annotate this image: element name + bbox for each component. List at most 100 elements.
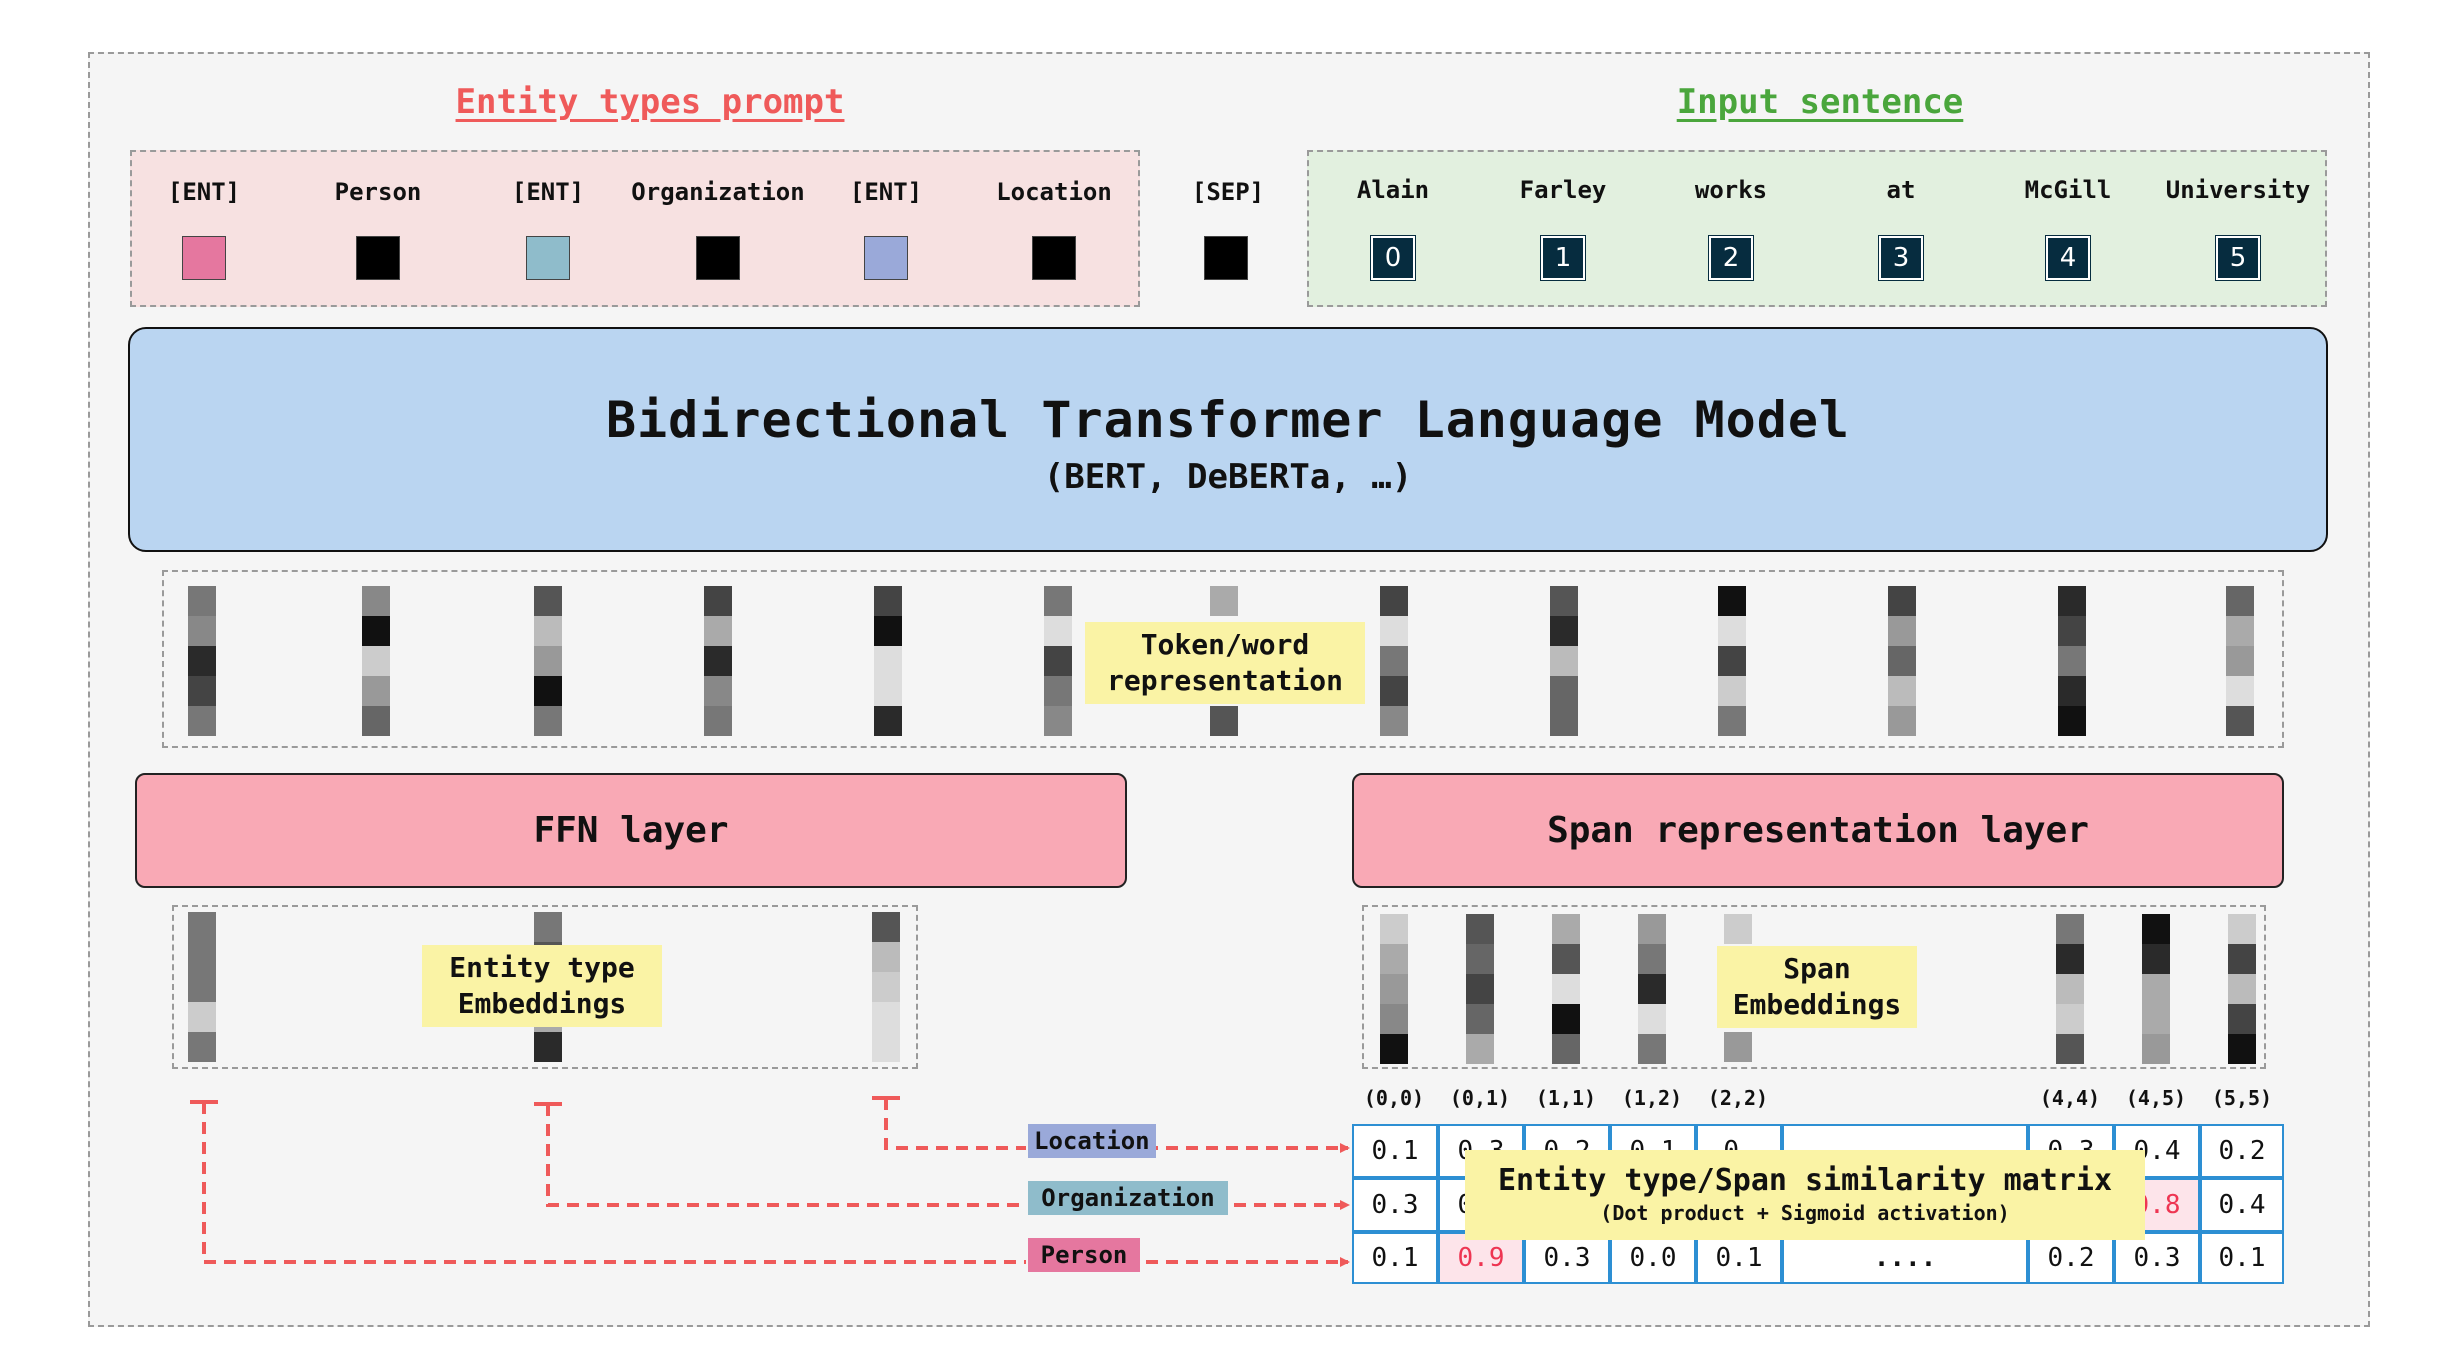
vector-cell <box>362 646 390 676</box>
vector-cell <box>1552 974 1580 1004</box>
vector-cell <box>2226 616 2254 646</box>
entity-tag-location: Location <box>1028 1124 1156 1158</box>
vector-cell <box>704 586 732 616</box>
vector-cell <box>1718 586 1746 616</box>
ffn-layer: FFN layer <box>135 773 1127 888</box>
vector-cell <box>1638 944 1666 974</box>
vector-cell <box>188 972 216 1002</box>
entity-tag-person: Person <box>1028 1238 1140 1272</box>
vector-cell <box>2056 914 2084 944</box>
vector-cell <box>1888 676 1916 706</box>
vector-cell <box>2226 586 2254 616</box>
input-word-label: works <box>1694 176 1768 204</box>
vector-cell <box>872 942 900 972</box>
vector-cell <box>2056 974 2084 1004</box>
prompt-token-square <box>182 236 226 280</box>
vector-cell <box>1466 974 1494 1004</box>
vector-cell <box>872 1002 900 1032</box>
span-representation-layer: Span representation layer <box>1352 773 2284 888</box>
vector-cell <box>1550 706 1578 736</box>
sep-token-label: [SEP] <box>1191 178 1265 206</box>
vector-cell <box>874 586 902 616</box>
vector-cell <box>534 912 562 942</box>
model-title: Bidirectional Transformer Language Model <box>605 391 1851 449</box>
vector-cell <box>704 676 732 706</box>
vector-cell <box>362 616 390 646</box>
span-embeddings-label: Span Embeddings <box>1717 946 1917 1028</box>
vector-cell <box>362 676 390 706</box>
input-word-index: 2 <box>1708 235 1754 281</box>
matrix-cell: 0.0 <box>1610 1232 1696 1284</box>
vector-cell <box>1638 1004 1666 1034</box>
vector-cell <box>534 646 562 676</box>
vector-cell <box>1888 616 1916 646</box>
vector-cell <box>1638 914 1666 944</box>
vector-cell <box>1888 586 1916 616</box>
prompt-token-label: [ENT] <box>167 178 241 206</box>
vector-cell <box>704 646 732 676</box>
vector-cell <box>874 616 902 646</box>
vector-cell <box>874 676 902 706</box>
matrix-cell: 0.3 <box>1524 1232 1610 1284</box>
vector-cell <box>2226 676 2254 706</box>
vector-cell <box>1718 646 1746 676</box>
prompt-token-square <box>864 236 908 280</box>
input-word-index: 5 <box>2215 235 2261 281</box>
sep-token-square <box>1204 236 1248 280</box>
vector-cell <box>1550 616 1578 646</box>
vector-cell <box>1380 974 1408 1004</box>
token-representation-area <box>162 570 2284 748</box>
vector-cell <box>1044 646 1072 676</box>
vector-cell <box>1380 706 1408 736</box>
vector-cell <box>362 586 390 616</box>
vector-cell <box>2058 706 2086 736</box>
vector-cell <box>1638 1034 1666 1064</box>
vector-cell <box>1552 1004 1580 1034</box>
span-label: (1,1) <box>1535 1086 1597 1110</box>
vector-cell <box>1718 706 1746 736</box>
vector-cell <box>1380 914 1408 944</box>
input-sentence-title: Input sentence <box>1676 82 1964 122</box>
vector-cell <box>1044 676 1072 706</box>
vector-cell <box>1380 616 1408 646</box>
vector-cell <box>2142 1004 2170 1034</box>
matrix-cell: 0.1 <box>1352 1232 1438 1284</box>
vector-cell <box>2228 914 2256 944</box>
vector-cell <box>1466 914 1494 944</box>
connector-arrow <box>546 1104 1026 1207</box>
vector-cell <box>1888 706 1916 736</box>
vector-cell <box>2056 944 2084 974</box>
input-word-label: at <box>1886 176 1916 204</box>
prompt-token-square <box>1032 236 1076 280</box>
vector-cell <box>188 1032 216 1062</box>
vector-cell <box>2058 586 2086 616</box>
span-label: (0,0) <box>1363 1086 1425 1110</box>
similarity-matrix-label: Entity type/Span similarity matrix (Dot … <box>1465 1150 2145 1240</box>
vector-cell <box>1550 646 1578 676</box>
prompt-token-square <box>526 236 570 280</box>
vector-cell <box>2142 1034 2170 1064</box>
entity-embeddings-area <box>172 905 918 1069</box>
vector-cell <box>188 646 216 676</box>
token-repr-line1: Token/word <box>1140 628 1310 661</box>
input-word-index: 4 <box>2045 235 2091 281</box>
transformer-model-block: Bidirectional Transformer Language Model… <box>128 327 2328 552</box>
vector-cell <box>1044 706 1072 736</box>
matrix-cell: 0.2 <box>2200 1124 2284 1178</box>
vector-cell <box>534 706 562 736</box>
ffn-layer-label: FFN layer <box>533 810 729 851</box>
input-word-label: McGill <box>2024 176 2112 204</box>
vector-cell <box>704 706 732 736</box>
vector-cell <box>188 912 216 942</box>
span-label: (5,5) <box>2211 1086 2273 1110</box>
prompt-token-label: [ENT] <box>511 178 585 206</box>
vector-cell <box>1724 1032 1752 1062</box>
vector-cell <box>188 676 216 706</box>
vector-cell <box>534 616 562 646</box>
model-subtitle: (BERT, DeBERTa, …) <box>1043 457 1413 497</box>
vector-cell <box>874 646 902 676</box>
token-repr-line2: representation <box>1106 664 1343 697</box>
entity-emb-line1: Entity type <box>449 951 635 984</box>
span-layer-label: Span representation layer <box>1547 810 2089 851</box>
